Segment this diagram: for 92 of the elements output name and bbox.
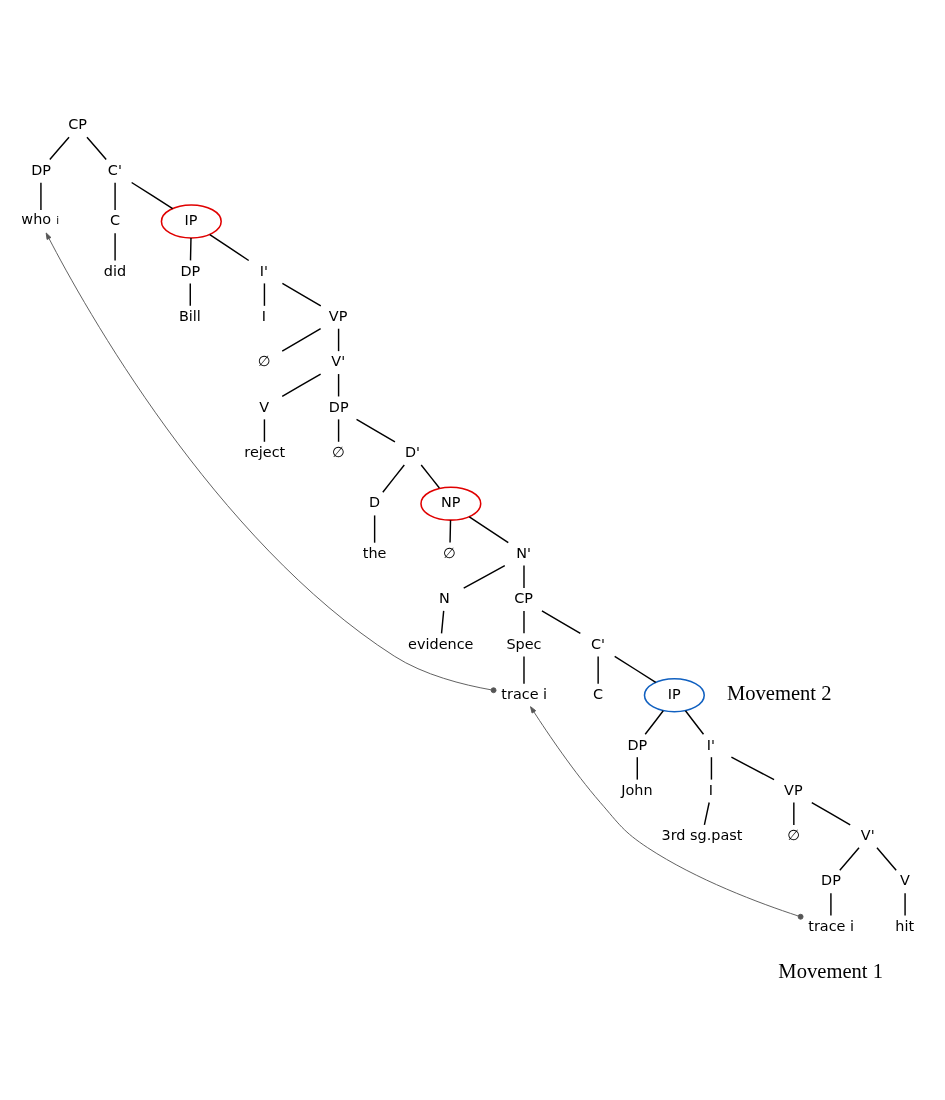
node-text: DP [179, 262, 200, 279]
connector [838, 847, 860, 871]
connector [85, 136, 107, 161]
connector [113, 232, 116, 262]
connector [419, 464, 440, 489]
node-text: CP [67, 116, 87, 133]
node-text: Bill [178, 308, 201, 325]
connector [644, 710, 664, 735]
node-ellipse: IP [160, 204, 222, 239]
connector [468, 516, 509, 544]
node-text: ∅ [331, 443, 344, 460]
node-text: DP [626, 736, 647, 753]
node-text: C [592, 686, 603, 703]
node-text: evidence [407, 635, 473, 652]
node-text: CP [513, 590, 533, 607]
node-label: i [55, 214, 59, 227]
node-text: N [438, 590, 450, 607]
node-text: ∅ [257, 353, 270, 370]
node-ellipse: IP [643, 678, 705, 713]
connector [875, 847, 897, 871]
node-text: V [899, 872, 910, 889]
connector [522, 610, 525, 635]
connector [710, 756, 712, 781]
arrow [45, 232, 496, 694]
connector [39, 182, 42, 211]
node-text: who [20, 211, 51, 228]
connector [462, 564, 505, 589]
node-text: I [708, 781, 713, 798]
connector [48, 136, 70, 161]
connector [263, 282, 265, 307]
node-text: D [368, 494, 380, 511]
node-text: V [258, 398, 269, 415]
node-text: I' [706, 736, 715, 753]
connector [208, 233, 249, 262]
connector [448, 519, 451, 544]
node-text: V' [860, 827, 875, 844]
node-text: I' [259, 262, 268, 279]
connector [281, 282, 322, 307]
node-text: C' [107, 161, 122, 178]
node-text: C' [590, 635, 605, 652]
connector [522, 564, 525, 589]
connector [684, 710, 704, 735]
connector [189, 237, 192, 262]
connector [792, 801, 795, 826]
connector [613, 655, 656, 684]
node-text: DP [820, 872, 841, 889]
connector [381, 464, 405, 493]
connector [337, 373, 339, 398]
label: Movement 1 [777, 960, 883, 983]
connector [189, 282, 191, 307]
node-text: the [362, 544, 386, 561]
node-text: DP [328, 398, 349, 415]
node-text: VP [328, 308, 347, 325]
connector [355, 418, 396, 443]
connector [113, 182, 116, 211]
node-text: N' [515, 544, 531, 561]
connector [596, 655, 599, 685]
node-text: ∅ [442, 544, 456, 561]
node-text: Spec [505, 635, 542, 652]
node-text: 3rd sg.past [660, 827, 742, 844]
connector [337, 418, 339, 443]
node-text: D' [404, 443, 420, 460]
arrow [529, 706, 804, 920]
connector [281, 373, 321, 398]
node-text: trace i [500, 686, 547, 703]
connector [130, 181, 173, 210]
connector [373, 514, 375, 544]
connector [810, 801, 851, 826]
node-text: VP [783, 781, 803, 798]
connector [522, 655, 525, 685]
connector [540, 610, 581, 635]
node-text: hit [894, 917, 914, 934]
connector [281, 328, 321, 352]
connector [903, 892, 906, 917]
connector [440, 610, 444, 635]
node-text: V' [330, 353, 345, 370]
node-text: ∅ [786, 827, 800, 844]
node-text: reject [243, 443, 285, 460]
node-text: trace i [807, 917, 854, 934]
connector [730, 756, 775, 781]
label: Movement 2 [726, 682, 831, 705]
node-text: C [109, 212, 120, 229]
connector [337, 328, 339, 352]
connector [829, 892, 832, 917]
node-text: I [261, 308, 266, 325]
node-ellipse: NP [419, 486, 481, 521]
connector [703, 801, 710, 826]
node-text: did [103, 262, 126, 279]
node-text: John [620, 781, 653, 798]
node-text: DP [30, 161, 51, 178]
connector [636, 756, 638, 781]
connector [263, 418, 265, 443]
